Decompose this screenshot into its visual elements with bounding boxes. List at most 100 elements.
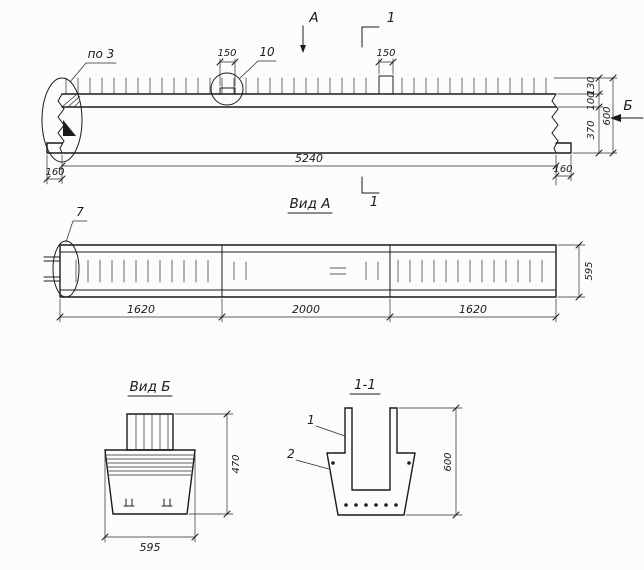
plan-ticks-left (75, 259, 209, 283)
end-hatching (62, 94, 81, 108)
callout-pos-1: 1 (307, 413, 346, 437)
plan-inner-edges (59, 244, 557, 298)
plan-dim-right-ticks (575, 241, 583, 301)
dim-150-right-text: 150 (376, 48, 395, 59)
section-body (326, 452, 416, 516)
dim-150-left: 150 (216, 48, 239, 87)
view-b-dim-bottom-ext (104, 451, 196, 543)
dim-150-right-ticks (375, 58, 397, 66)
dim-150-left-text: 150 (217, 48, 236, 59)
detail-circle-10 (210, 72, 244, 106)
dim-chain-bottom-ticks (43, 162, 575, 183)
section-title: 1-1 (349, 377, 381, 395)
dim-chain-bottom-ext (46, 154, 572, 186)
section-dim-right-ext (398, 407, 463, 516)
dim-2000-text: 2000 (292, 303, 320, 316)
rebar-dot (407, 461, 411, 465)
dim-600-text: 600 (602, 106, 613, 125)
dim-100-text: 100 (586, 91, 597, 110)
elevation-view: по 3 10 150 150 А 1 (41, 10, 644, 210)
view-b-body-hatch (106, 454, 194, 476)
view-b-title: Вид Б (127, 379, 173, 397)
rebar-dot (374, 503, 378, 507)
view-b: Вид Б 595 470 (101, 379, 242, 554)
dim-chain-bottom-lines (46, 165, 572, 180)
plan-title: Вид А (287, 196, 333, 214)
section-dim-right: 600 (398, 404, 463, 519)
dim-150-right: 150 (375, 48, 397, 75)
section-mark-1-top: 1 (361, 10, 396, 48)
view-b-dim-right-ext (174, 413, 234, 515)
dim-chain-bottom: 5240 160 160 (43, 152, 575, 186)
view-b-dim-right-ticks (223, 410, 231, 518)
detail-ellipse-po3 (41, 77, 83, 163)
section-arrow-a-head (300, 45, 306, 53)
dim-1620-left-text: 1620 (127, 303, 155, 316)
callout-po3-leader (69, 62, 117, 83)
section-view-1-1: 1-1 1 2 600 (287, 377, 463, 519)
dim-150-left-lines (219, 58, 236, 87)
section-mark-1-bottom-line (361, 176, 380, 194)
callout-10: 10 (239, 45, 277, 79)
view-arrow-b-label: Б (623, 98, 632, 114)
callout-7: 7 (65, 205, 88, 243)
dim-160-left-text: 160 (45, 167, 64, 178)
callout-7-leader (65, 220, 88, 243)
callout-po3: по 3 (69, 47, 117, 83)
dim-chain-right-ext (553, 77, 618, 154)
callout-7-label: 7 (76, 205, 84, 219)
callout-10-label: 10 (259, 45, 275, 59)
callout-pos-1-leader (315, 425, 346, 437)
section-rebar-dots (331, 461, 411, 507)
rebar-dot (354, 503, 358, 507)
rebar-ticks (65, 77, 547, 95)
plan-dim-right-ext (557, 244, 586, 298)
view-b-dim-595-text: 595 (140, 541, 161, 554)
plan-dim-right: 595 (557, 241, 595, 301)
embedded-plates (219, 75, 394, 95)
dim-chain-right-ticks (595, 74, 617, 157)
dim-130-text: 130 (586, 76, 597, 95)
view-b-dim-bottom: 595 (101, 451, 199, 554)
rebar-dot (384, 503, 388, 507)
section-arrow-a: А (300, 10, 319, 53)
view-b-anchor-marks (123, 498, 173, 507)
view-b-title-text: Вид Б (130, 379, 171, 395)
section-arrow-a-label: А (308, 10, 318, 26)
section-mark-1-bottom-label: 1 (370, 194, 379, 210)
section-mark-1-bottom: 1 (361, 176, 380, 210)
view-b-top-block (126, 413, 174, 451)
beam-outline (46, 93, 572, 154)
plan-view: Вид А 7 1620 2000 1620 595 (43, 196, 595, 323)
section-mark-1-top-label: 1 (387, 10, 396, 26)
callout-pos-2-label: 2 (287, 447, 295, 461)
rebar-dot (344, 503, 348, 507)
view-arrow-b: Б (610, 98, 644, 122)
dim-1620-right-text: 1620 (459, 303, 487, 316)
view-b-dim-right: 470 (174, 410, 242, 518)
section-dim-right-ticks (452, 404, 460, 519)
plan-title-text: Вид А (290, 196, 331, 212)
view-b-dim-470-text: 470 (231, 454, 242, 473)
weld-triangle (63, 120, 76, 136)
beam-end-breaklines (57, 93, 559, 154)
plan-ticks-right (397, 259, 543, 283)
section-dim-600-text: 600 (443, 452, 454, 471)
dim-150-left-ticks (216, 58, 239, 66)
plan-dim-bottom: 1620 2000 1620 (56, 298, 560, 323)
view-b-body (104, 449, 196, 515)
view-b-dim-bottom-ticks (101, 533, 199, 541)
callout-pos-1-label: 1 (307, 413, 315, 427)
plan-dim-bottom-ext (59, 298, 557, 323)
section-stem (344, 407, 398, 491)
dim-370-text: 370 (586, 120, 597, 139)
callout-pos-2: 2 (287, 447, 330, 470)
rebar-dot (394, 503, 398, 507)
plan-protruding-bars (43, 256, 61, 282)
detail-ellipse-7 (52, 240, 80, 298)
callout-pos-2-leader (295, 459, 330, 470)
plan-ticks-middle (233, 261, 379, 281)
section-mark-1-top-line (361, 26, 380, 48)
plan-dim-595-text: 595 (584, 261, 595, 280)
